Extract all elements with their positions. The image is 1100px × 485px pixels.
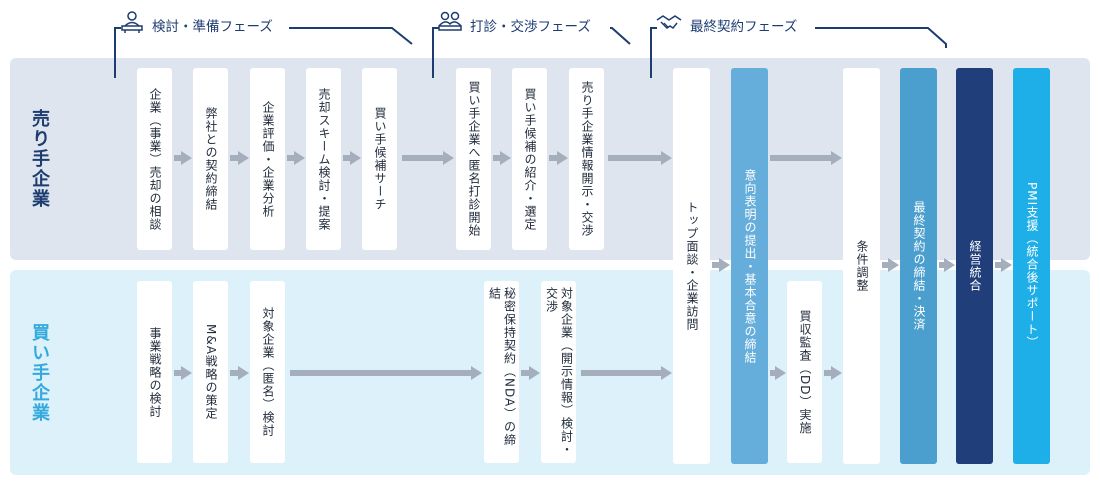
buyer-step-strategy: 事業戦略の検討 <box>137 281 172 463</box>
phase-prep-bracket <box>114 27 413 78</box>
meeting-icon <box>119 10 145 38</box>
phase-final-title: 最終契約フェーズ <box>690 19 798 35</box>
handshake-icon <box>655 10 683 38</box>
flow-arrow <box>770 366 786 380</box>
joint-step-loi: 意向表明の提出・基本合意の締結 <box>731 68 768 464</box>
flow-arrow <box>290 366 482 380</box>
buyer-step-target-negotiation: 対象企業（開示情報）検討・交渉 <box>541 281 576 463</box>
flow-arrow <box>287 151 305 165</box>
phase-final: 最終契約フェーズ <box>650 6 950 78</box>
buyer-step-due-diligence: 買収監査（DD）実施 <box>787 281 822 463</box>
seller-step-buyer-search: 買い手候補サーチ <box>362 68 397 250</box>
joint-step-final-contract: 最終契約の締結・決済 <box>900 68 937 464</box>
seller-step-anonymous-approach: 買い手企業へ匿名打診開始 <box>456 68 491 250</box>
buyer-step-target-review: 対象企業（匿名）検討 <box>250 281 285 463</box>
joint-step-pmi: PMI支援（統合後サポート） <box>1013 68 1050 464</box>
flow-arrow <box>939 258 955 272</box>
seller-step-disclosure: 売り手企業情報開示・交渉 <box>569 68 604 250</box>
flow-arrow <box>608 151 672 165</box>
flow-arrow <box>770 151 842 165</box>
seller-step-scheme: 売却スキーム検討・提案 <box>306 68 341 250</box>
flow-arrow <box>824 366 842 380</box>
phase-final-bracket <box>650 27 947 78</box>
flow-arrow <box>174 151 192 165</box>
flow-arrow <box>712 258 730 272</box>
flow-arrow <box>343 151 361 165</box>
phase-negotiation-bracket <box>432 27 631 78</box>
flow-arrow <box>995 258 1012 272</box>
flow-arrow <box>230 366 249 380</box>
buyer-step-nda: 秘密保持契約（NDA）の締結 <box>484 281 519 463</box>
seller-step-contract: 弊社との契約締結 <box>193 68 228 250</box>
flow-arrow <box>882 258 899 272</box>
seller-step-consultation: 企業（事業）売却の相談 <box>137 68 172 250</box>
flow-arrow <box>521 366 540 380</box>
flow-arrow <box>230 151 249 165</box>
buyer-row-label: 買い手企業 <box>29 322 50 423</box>
flow-arrow <box>549 151 568 165</box>
phase-negotiation-title: 打診・交渉フェーズ <box>470 19 591 35</box>
flow-arrow <box>402 151 454 165</box>
joint-step-top-meeting: トップ面談・企業訪問 <box>673 68 710 464</box>
seller-step-valuation: 企業評価・企業分析 <box>250 68 285 250</box>
buyer-step-ma-strategy: M&A戦略の策定 <box>193 281 228 463</box>
flow-arrow <box>174 366 192 380</box>
flow-arrow <box>581 366 672 380</box>
joint-step-terms: 条件調整 <box>843 68 880 464</box>
flow-arrow <box>493 151 511 165</box>
joint-step-integration: 経営統合 <box>956 68 993 464</box>
seller-row-label: 売り手企業 <box>29 109 50 209</box>
discussion-icon <box>437 10 463 38</box>
phase-negotiation: 打診・交渉フェーズ <box>432 6 632 78</box>
phase-prep: 検討・準備フェーズ <box>114 6 414 78</box>
phase-prep-title: 検討・準備フェーズ <box>152 19 273 35</box>
seller-step-candidate-selection: 買い手候補の紹介・選定 <box>512 68 547 250</box>
